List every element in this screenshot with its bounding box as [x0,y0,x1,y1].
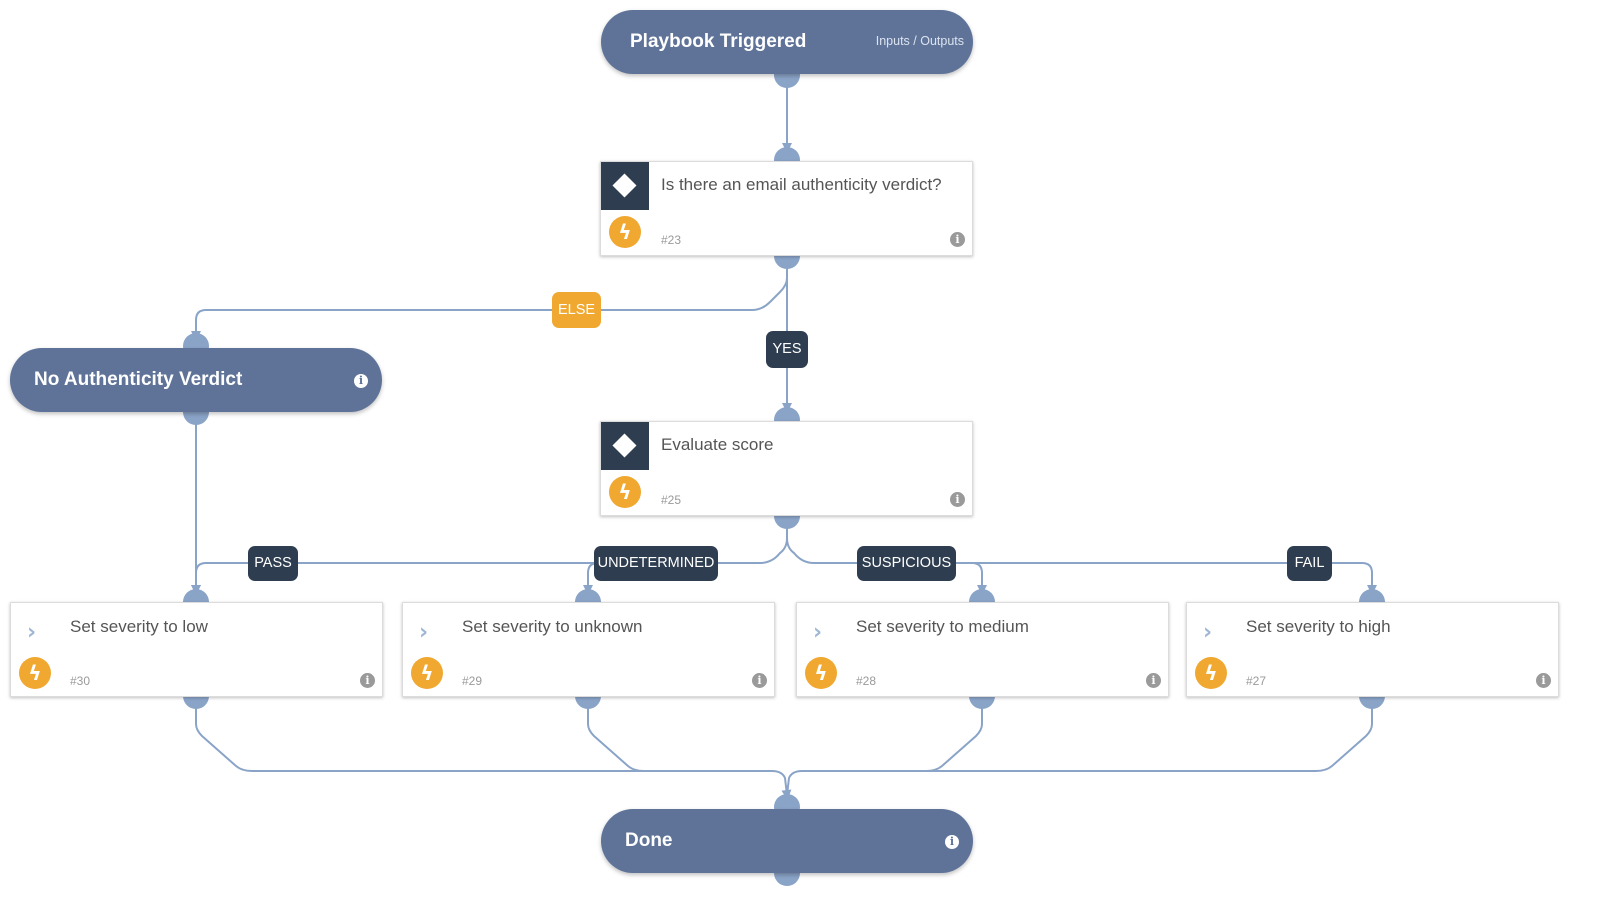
node-title: No Authenticity Verdict [34,369,243,390]
task-number: #28 [856,674,877,688]
task-title: Is there an email authenticity verdict? [661,175,942,194]
lightning-bolt-icon: ϟ [805,657,837,689]
task-number: #25 [661,493,682,507]
lightning-bolt-icon: ϟ [609,216,641,248]
task-card-23[interactable]: ϟ Is there an email authenticity verdict… [600,161,973,256]
connector-medium-to-done [925,704,983,772]
task-card-29[interactable]: › ϟ Set severity to unknown #29 i [402,602,775,697]
connector-else [191,262,788,341]
task-card-27[interactable]: › ϟ Set severity to high #27 i [1186,602,1559,697]
info-icon[interactable]: i [950,492,965,507]
playbook-triggered-node[interactable]: Playbook Triggered Inputs / Outputs [601,10,973,74]
lightning-bolt-icon: ϟ [19,657,51,689]
info-icon[interactable]: i [950,232,965,247]
task-number: #27 [1246,674,1267,688]
task-title: Set severity to unknown [462,617,643,636]
lightning-bolt-icon: ϟ [411,657,443,689]
info-icon[interactable]: i [1146,673,1161,688]
branch-label-suspicious[interactable]: SUSPICIOUS [857,546,956,581]
node-title: Done [625,830,673,851]
condition-icon [601,162,649,210]
task-card-28[interactable]: › ϟ Set severity to medium #28 i [796,602,1169,697]
chevron-right-icon: › [27,620,37,645]
task-title: Evaluate score [661,435,774,454]
task-card-25[interactable]: ϟ Evaluate score #25 i [600,421,973,516]
connector-unknown-to-done [587,704,645,772]
connector-suspicious [786,537,987,595]
connector-low-to-done [195,704,792,800]
task-number: #29 [462,674,483,688]
connector-fail [972,562,1377,595]
info-icon[interactable]: i [752,673,767,688]
node-title: Playbook Triggered [630,31,807,52]
connector-high-to-done [786,704,1373,796]
task-title: Set severity to low [70,617,208,636]
diamond-icon [612,433,637,458]
branch-label-else[interactable]: ELSE [552,292,601,328]
diamond-icon [612,173,637,198]
task-title: Set severity to medium [856,617,1029,636]
chevron-right-icon: › [1203,620,1213,645]
info-icon[interactable]: i [360,673,375,688]
inputs-outputs-link[interactable]: Inputs / Outputs [875,34,964,48]
task-number: #23 [661,233,682,247]
task-card-30[interactable]: › ϟ Set severity to low #30 i [10,602,383,697]
no-authenticity-verdict-node[interactable]: No Authenticity Verdict i [10,348,382,412]
info-icon[interactable]: i [945,835,959,849]
branch-label-yes[interactable]: YES [766,331,808,368]
lightning-bolt-icon: ϟ [609,476,641,508]
branch-label-fail[interactable]: FAIL [1287,546,1332,581]
chevron-right-icon: › [813,620,823,645]
branch-label-pass[interactable]: PASS [248,546,298,581]
info-icon[interactable]: i [1536,673,1551,688]
lightning-bolt-icon: ϟ [1195,657,1227,689]
connector-pass [191,520,788,595]
chevron-right-icon: › [419,620,429,645]
info-icon[interactable]: i [354,374,368,388]
done-node[interactable]: Done i [601,809,973,873]
condition-icon [601,422,649,470]
task-number: #30 [70,674,91,688]
branch-label-undetermined[interactable]: UNDETERMINED [594,546,718,581]
task-title: Set severity to high [1246,617,1391,636]
